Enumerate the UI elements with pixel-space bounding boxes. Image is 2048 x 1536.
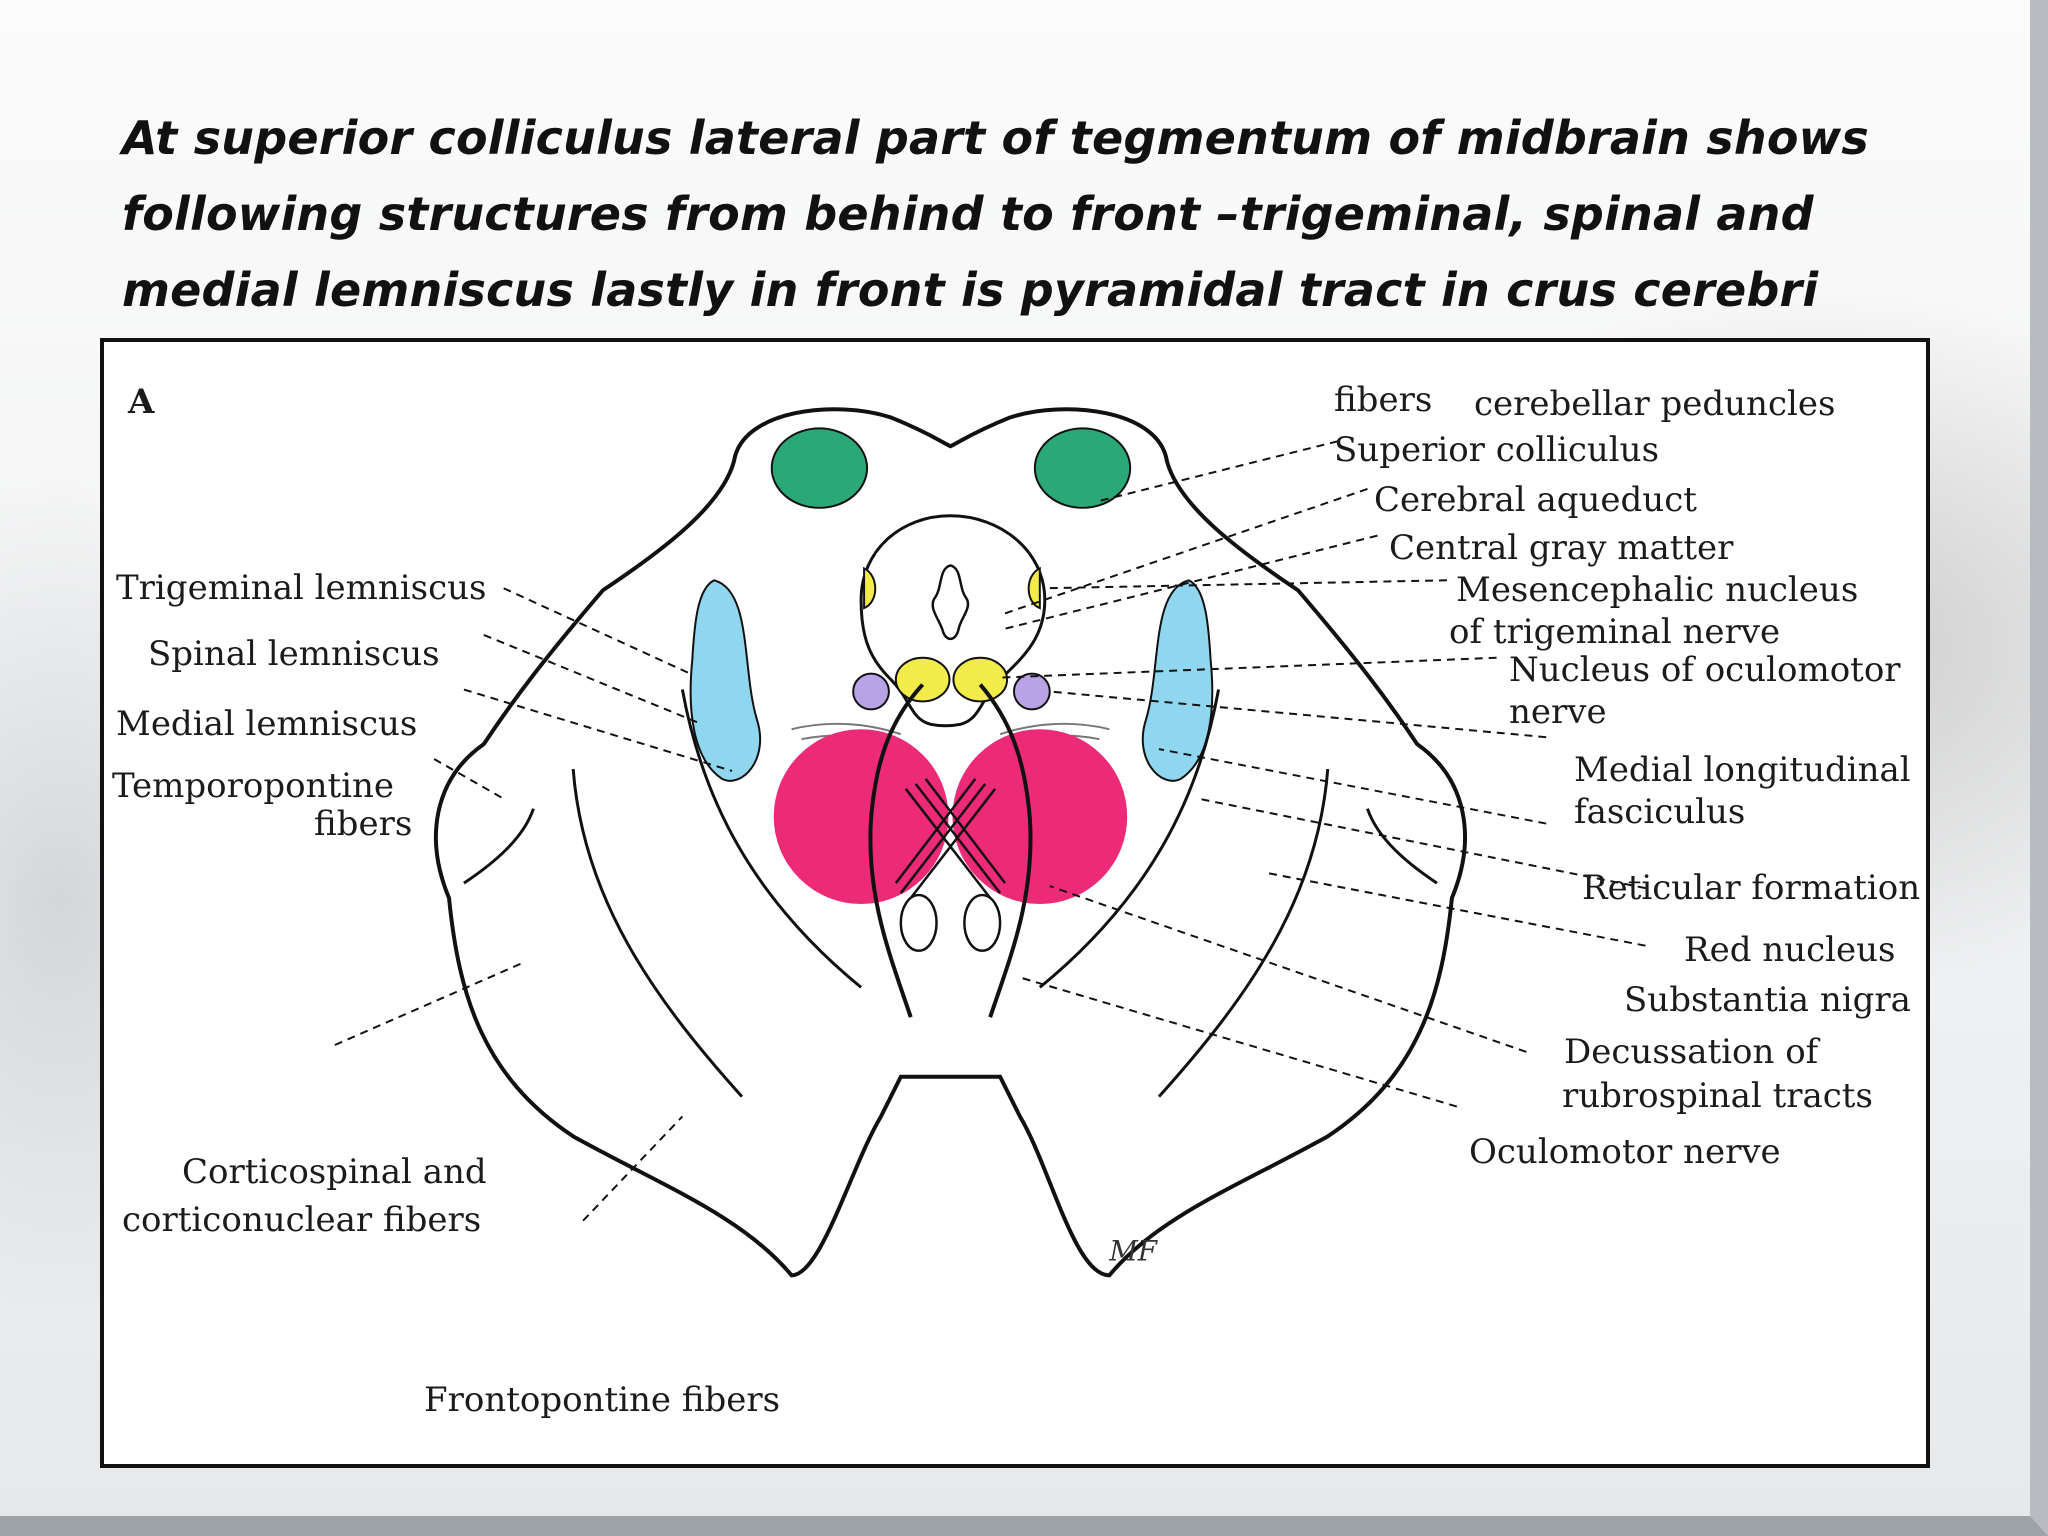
label-decussation-1: Decussation of [1564, 1032, 1819, 1072]
label-medial-lemniscus: Medial lemniscus [116, 704, 418, 744]
label-mesencephalic-nucleus-2: of trigeminal nerve [1449, 612, 1781, 652]
label-mlf-1: Medial longitudinal [1574, 750, 1911, 790]
label-temporopontine-1: Temporopontine [112, 766, 395, 806]
label-corticospinal-2: corticonuclear fibers [122, 1200, 482, 1240]
label-oculomotor-nucleus-2: nerve [1509, 692, 1607, 732]
mlf-left [852, 672, 890, 711]
mlf-right [1013, 672, 1051, 711]
decussation-loop-right [963, 893, 1002, 952]
label-mesencephalic-nucleus-1: Mesencephalic nucleus [1456, 570, 1859, 610]
heading-line-2: following structures from behind to fron… [122, 187, 1814, 241]
label-frontopontine: Frontopontine fibers [424, 1380, 781, 1420]
lemniscus-band-left [689, 579, 762, 782]
label-oculomotor-nucleus-1: Nucleus of oculomotor [1509, 650, 1901, 690]
lemniscus-band-right [1141, 579, 1214, 782]
label-reticular-formation: Reticular formation [1582, 868, 1921, 908]
decussation-loop-left [899, 893, 938, 952]
midbrain-figure: MF A fibers cerebellar peduncles Superio… [100, 338, 1930, 1468]
label-decussation-2: rubrospinal tracts [1562, 1076, 1873, 1116]
cerebral-aqueduct [931, 564, 970, 641]
red-nucleus-left [773, 729, 949, 904]
leader-lines [334, 440, 1646, 1222]
mesencephalic-nucleus-right [1027, 566, 1041, 610]
oculomotor-nucleus-right [952, 656, 1009, 703]
heading-line-1: At superior colliculus lateral part of t… [122, 111, 1869, 165]
label-spinal-lemniscus: Spinal lemniscus [148, 634, 440, 674]
author-signature: MF [1108, 1234, 1158, 1267]
crus-cerebri-lines [463, 689, 1438, 1098]
label-mlf-2: fasciculus [1574, 792, 1746, 832]
superior-colliculus-left [770, 427, 869, 509]
label-trigeminal-lemniscus: Trigeminal lemniscus [116, 568, 487, 608]
mesencephalic-nucleus-left [863, 566, 877, 610]
slide-heading: At superior colliculus lateral part of t… [122, 100, 1922, 328]
superior-colliculus-right [1033, 427, 1132, 509]
red-nucleus-right [952, 729, 1128, 904]
label-central-gray-matter: Central gray matter [1389, 528, 1734, 568]
oculomotor-nucleus-left [894, 656, 951, 703]
oculomotor-nerve-right [978, 683, 1033, 1018]
label-cerebral-aqueduct: Cerebral aqueduct [1374, 480, 1697, 520]
midbrain-section-diagram: MF [334, 407, 1646, 1278]
label-oculomotor-nerve: Oculomotor nerve [1469, 1132, 1781, 1172]
label-corticospinal-1: Corticospinal and [182, 1152, 487, 1192]
label-red-nucleus: Red nucleus [1684, 930, 1896, 970]
panel-letter: A [128, 382, 155, 422]
label-cerebellar-peduncles: cerebellar peduncles [1474, 384, 1836, 424]
label-substantia-nigra: Substantia nigra [1624, 980, 1911, 1020]
oculomotor-nerve-left [868, 683, 925, 1018]
rubrospinal-decussation [894, 778, 1007, 899]
label-superior-colliculus: Superior colliculus [1334, 430, 1660, 470]
label-temporopontine-2: fibers [314, 804, 413, 844]
label-fibers-top: fibers [1334, 380, 1433, 420]
heading-line-3: medial lemniscus lastly in front is pyra… [122, 263, 1819, 317]
midbrain-outline [433, 407, 1467, 1278]
